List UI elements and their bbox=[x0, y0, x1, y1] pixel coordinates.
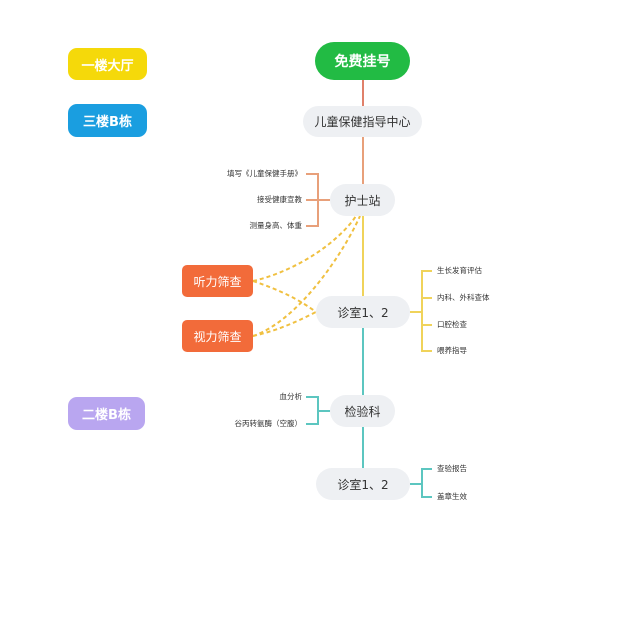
clinic-node: 诊室1、2 bbox=[316, 296, 410, 328]
clinic-step: 生长发育评估 bbox=[437, 266, 482, 275]
legend-second-floor: 二楼B栋 bbox=[68, 397, 145, 430]
nurse-station-node: 护士站 bbox=[330, 184, 395, 216]
clinic-step: 口腔检查 bbox=[437, 320, 467, 329]
dashed-link bbox=[252, 280, 317, 313]
clinic-node-2: 诊室1、2 bbox=[316, 468, 410, 500]
clinic2-step: 查验报告 bbox=[437, 464, 467, 473]
nurse-step: 接受健康宣教 bbox=[257, 195, 302, 204]
legend-third-floor: 三楼B栋 bbox=[68, 104, 147, 137]
clinic-step: 内科、外科查体 bbox=[437, 293, 490, 302]
lab-step: 血分析 bbox=[279, 392, 303, 401]
nurse-bracket bbox=[306, 173, 330, 227]
dashed-link bbox=[252, 311, 317, 337]
vision-screening-node: 视力筛查 bbox=[182, 320, 253, 352]
registration-node: 免费挂号 bbox=[315, 42, 410, 80]
clinic1-bracket bbox=[410, 270, 432, 352]
legend-first-floor: 一楼大厅 bbox=[68, 48, 147, 80]
clinic-step: 喂养指导 bbox=[437, 346, 467, 355]
lab-node: 检验科 bbox=[330, 395, 395, 427]
lab-bracket bbox=[306, 396, 330, 425]
lab-step: 谷丙转氨酶（空腹） bbox=[234, 419, 303, 428]
nurse-step: 填写《儿童保健手册》 bbox=[227, 169, 302, 178]
dashed-link bbox=[252, 215, 361, 337]
clinic2-bracket bbox=[410, 468, 432, 498]
dashed-link bbox=[252, 215, 357, 282]
clinic2-step: 盖章生效 bbox=[437, 492, 467, 501]
child-care-center-node: 儿童保健指导中心 bbox=[303, 106, 422, 137]
hearing-screening-node: 听力筛查 bbox=[182, 265, 253, 297]
nurse-step: 测量身高、体重 bbox=[249, 221, 303, 230]
